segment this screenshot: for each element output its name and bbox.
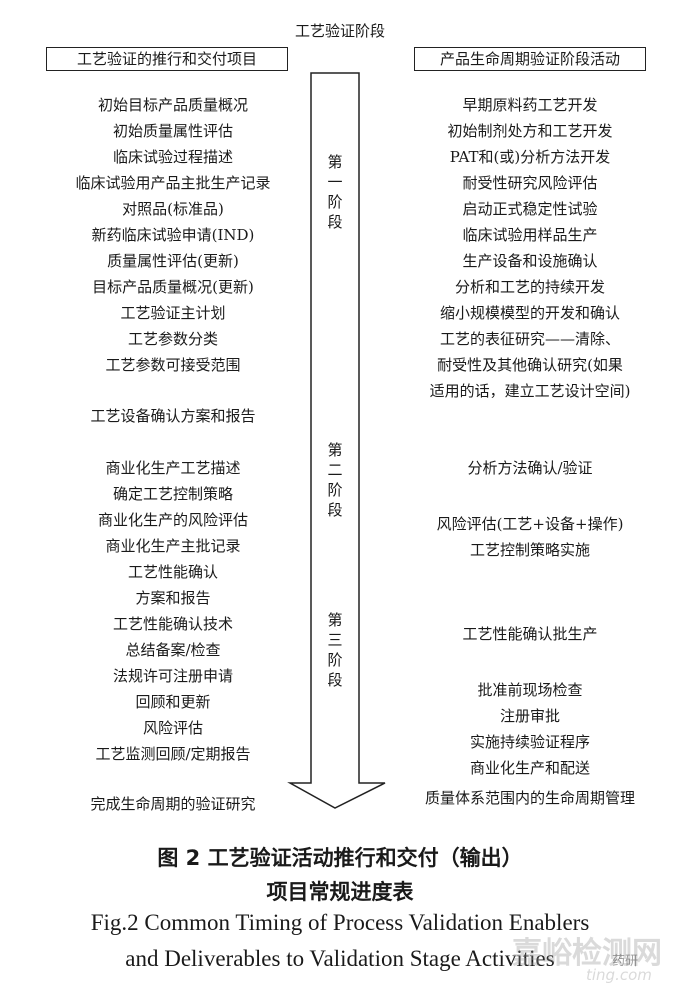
stage-label-3: 第三阶段 bbox=[320, 610, 350, 690]
activity-item: PAT和(或)分析方法开发 bbox=[449, 148, 611, 166]
activity-item: 耐受性及其他确认研究(如果 bbox=[437, 356, 623, 374]
stage-label-char: 段 bbox=[327, 671, 343, 689]
deliverable-item: 临床试验用产品主批生产记录 bbox=[75, 174, 271, 192]
deliverable-item: 工艺设备确认方案和报告 bbox=[90, 407, 256, 425]
activity-item: 实施持续验证程序 bbox=[469, 733, 590, 751]
deliverable-item: 确定工艺控制策略 bbox=[112, 485, 233, 503]
stage-label-char: 段 bbox=[327, 501, 343, 519]
deliverable-item: 工艺性能确认 bbox=[127, 563, 218, 581]
activity-item: 商业化生产和配送 bbox=[469, 759, 590, 777]
activity-item: 工艺性能确认批生产 bbox=[462, 625, 598, 643]
deliverable-item: 商业化生产的风险评估 bbox=[97, 511, 248, 529]
activity-item: 分析方法确认/验证 bbox=[467, 459, 593, 477]
deliverable-item: 对照品(标准品) bbox=[122, 200, 224, 218]
stage-label-char: 第 bbox=[327, 611, 343, 629]
deliverable-item: 方案和报告 bbox=[135, 589, 211, 607]
stage-label-char: 阶 bbox=[327, 651, 343, 669]
watermark-brand: 药研 bbox=[612, 954, 639, 969]
stage-title: 工艺验证阶段 bbox=[294, 22, 385, 40]
activity-item: 工艺控制策略实施 bbox=[469, 541, 590, 559]
stage-label-char: 第 bbox=[327, 441, 343, 459]
deliverables-list: 初始目标产品质量概况初始质量属性评估临床试验过程描述临床试验用产品主批生产记录对… bbox=[40, 0, 306, 830]
deliverable-item: 回顾和更新 bbox=[135, 693, 211, 711]
activity-item: 临床试验用样品生产 bbox=[462, 226, 598, 244]
deliverable-item: 目标产品质量概况(更新) bbox=[92, 278, 254, 296]
stage-label-char: 一 bbox=[327, 173, 343, 191]
right-column-header: 产品生命周期验证阶段活动 bbox=[414, 47, 646, 71]
deliverable-item: 工艺性能确认技术 bbox=[112, 615, 233, 633]
activity-item: 早期原料药工艺开发 bbox=[462, 96, 598, 114]
stage-label-char: 阶 bbox=[327, 193, 343, 211]
stage-label-char: 阶 bbox=[327, 481, 343, 499]
activity-item: 质量体系范围内的生命周期管理 bbox=[424, 789, 635, 807]
deliverable-item: 初始质量属性评估 bbox=[112, 122, 233, 140]
activity-item: 风险评估(工艺+设备+操作) bbox=[436, 515, 624, 533]
deliverable-item: 工艺参数可接受范围 bbox=[105, 356, 241, 374]
activity-item: 生产设备和设施确认 bbox=[462, 252, 598, 270]
deliverable-item: 质量属性评估(更新) bbox=[107, 252, 239, 270]
activity-item: 启动正式稳定性试验 bbox=[462, 200, 598, 218]
deliverable-item: 工艺验证主计划 bbox=[120, 304, 226, 322]
stage-label-char: 段 bbox=[327, 213, 343, 231]
deliverable-item: 总结备案/检查 bbox=[125, 641, 221, 659]
activity-item: 工艺的表征研究——清除、 bbox=[439, 330, 620, 348]
stage-label-2: 第二阶段 bbox=[320, 440, 350, 520]
deliverable-item: 工艺参数分类 bbox=[127, 330, 218, 348]
deliverable-item: 完成生命周期的验证研究 bbox=[90, 795, 256, 813]
stage-label-1: 第一阶段 bbox=[320, 152, 350, 232]
caption-cn-line2: 项目常规进度表 bbox=[266, 880, 414, 904]
stage-label-char: 二 bbox=[327, 461, 343, 479]
activity-item: 耐受性研究风险评估 bbox=[462, 174, 598, 192]
deliverable-item: 风险评估 bbox=[142, 719, 203, 737]
activity-item: 分析和工艺的持续开发 bbox=[454, 278, 605, 296]
activity-item: 注册审批 bbox=[499, 707, 560, 725]
deliverable-item: 初始目标产品质量概况 bbox=[97, 96, 248, 114]
deliverable-item: 新药临床试验申请(IND) bbox=[91, 226, 255, 244]
caption-cn-line1: 图 2 工艺验证活动推行和交付（输出） bbox=[157, 846, 523, 870]
deliverable-item: 临床试验过程描述 bbox=[112, 148, 233, 166]
deliverable-item: 商业化生产主批记录 bbox=[105, 537, 241, 555]
left-column-header: 工艺验证的推行和交付项目 bbox=[46, 47, 288, 71]
caption-en-line1: Fig.2 Common Timing of Process Validatio… bbox=[90, 910, 590, 935]
timeline-arrow bbox=[287, 72, 386, 809]
stage-label-char: 第 bbox=[327, 153, 343, 171]
activities-list: 早期原料药工艺开发初始制剂处方和工艺开发 PAT和(或)分析方法开发耐受性研究风险… bbox=[380, 0, 680, 830]
stage-label-char: 三 bbox=[327, 631, 343, 649]
activity-item: 缩小规模模型的开发和确认 bbox=[439, 304, 620, 322]
deliverable-item: 法规许可注册申请 bbox=[112, 667, 233, 685]
activity-item: 批准前现场检查 bbox=[477, 681, 583, 699]
deliverable-item: 工艺监测回顾/定期报告 bbox=[95, 745, 251, 763]
activity-item: 初始制剂处方和工艺开发 bbox=[447, 122, 613, 140]
activity-item: 适用的话，建立工艺设计空间) bbox=[429, 382, 631, 400]
watermark-site: 嘉峪检测网 bbox=[512, 936, 662, 971]
watermark-domain: ting.com bbox=[586, 966, 652, 984]
caption-en-line2: and Deliverables to Validation Stage Act… bbox=[125, 946, 555, 971]
deliverable-item: 商业化生产工艺描述 bbox=[105, 459, 241, 477]
